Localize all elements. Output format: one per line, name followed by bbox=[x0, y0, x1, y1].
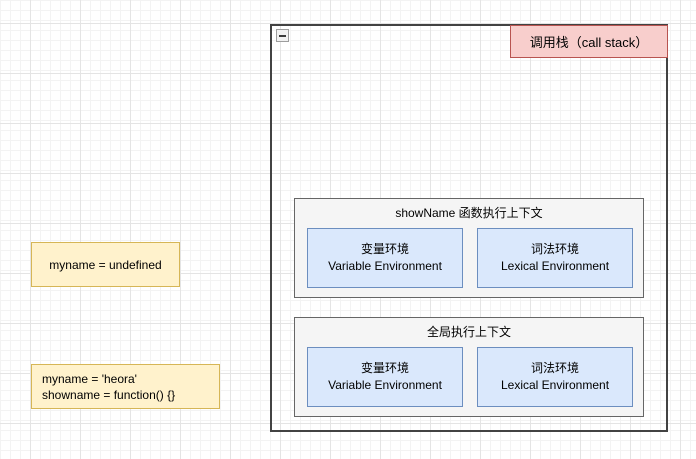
collapse-button[interactable] bbox=[276, 29, 289, 42]
call-stack-title-label: 调用栈（call stack） bbox=[529, 35, 649, 50]
environment-name-cn: 变量环境 bbox=[360, 361, 409, 375]
note-variable-assigned[interactable]: myname = 'heora' showname = function() {… bbox=[31, 364, 220, 409]
variable-environment-box[interactable]: 变量环境 Variable Environment bbox=[307, 347, 463, 407]
execution-context-title: 全局执行上下文 bbox=[426, 325, 511, 339]
note-line: myname = undefined bbox=[49, 257, 162, 272]
call-stack-container[interactable]: 调用栈（call stack） showName 函数执行上下文 变量环境 Va… bbox=[270, 24, 668, 432]
environment-name-en: Variable Environment bbox=[328, 378, 442, 392]
environment-name-cn: 变量环境 bbox=[360, 242, 409, 256]
variable-environment-box[interactable]: 变量环境 Variable Environment bbox=[307, 228, 463, 288]
note-line: showname = function() {} bbox=[42, 387, 176, 402]
environment-name-en: Variable Environment bbox=[328, 259, 442, 273]
execution-context-showname[interactable]: showName 函数执行上下文 变量环境 Variable Environme… bbox=[294, 198, 644, 298]
environment-name-cn: 词法环境 bbox=[530, 361, 579, 375]
execution-context-global[interactable]: 全局执行上下文 变量环境 Variable Environment 词法环境 L… bbox=[294, 317, 644, 417]
call-stack-title-tab[interactable]: 调用栈（call stack） bbox=[510, 25, 668, 58]
note-variable-undefined[interactable]: myname = undefined bbox=[31, 242, 180, 287]
lexical-environment-box[interactable]: 词法环境 Lexical Environment bbox=[477, 228, 633, 288]
lexical-environment-box[interactable]: 词法环境 Lexical Environment bbox=[477, 347, 633, 407]
minus-icon bbox=[279, 34, 286, 37]
execution-context-title: showName 函数执行上下文 bbox=[395, 206, 543, 220]
note-line: myname = 'heora' bbox=[42, 371, 137, 386]
environment-name-en: Lexical Environment bbox=[500, 259, 610, 273]
environment-name-en: Lexical Environment bbox=[500, 378, 610, 392]
environment-name-cn: 词法环境 bbox=[530, 242, 579, 256]
